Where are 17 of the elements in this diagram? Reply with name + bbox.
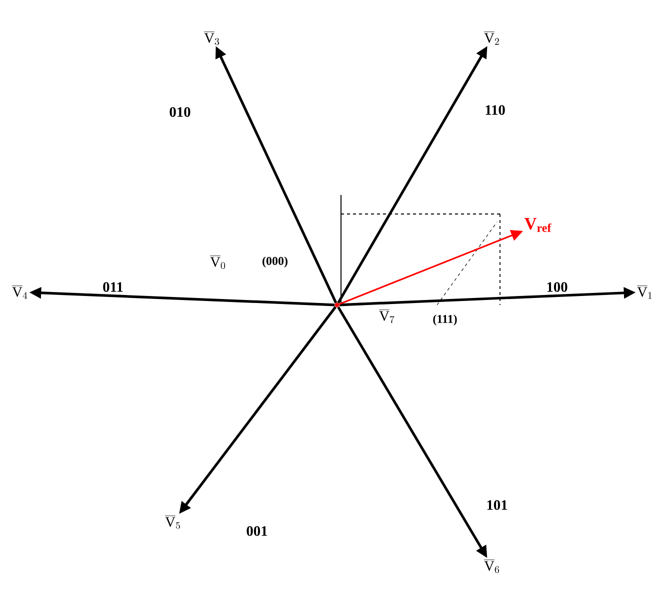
state-code: (000)	[262, 256, 288, 268]
state-code: 100	[547, 282, 568, 292]
state-code: 001	[246, 526, 268, 536]
state-code: 010	[170, 107, 190, 117]
vector-label: $\overline{\mathrm{V}}_{3}$	[204, 32, 220, 46]
vector-label: $\overline{\mathrm{V}}_{2}$	[484, 32, 499, 45]
state-code: (111)	[433, 314, 457, 326]
vector-label: V$_{ref}$	[524, 218, 552, 232]
vector-label: $\overline{\mathrm{V}}_{6}$	[484, 560, 500, 574]
state-code: 110	[486, 105, 505, 115]
vector-label: $\overline{\mathrm{V}}_{0}$	[210, 256, 226, 270]
vector-label: $\overline{\mathrm{V}}_{4}$	[12, 286, 28, 299]
state-code: 101	[487, 500, 508, 510]
state-code: 011	[103, 282, 123, 292]
vector-label: $\overline{\mathrm{V}}_{5}$	[165, 516, 180, 530]
vector-label: $\overline{\mathrm{V}}_{1}$	[637, 286, 652, 299]
vector-label: $\overline{\mathrm{V}}_{7}$	[379, 310, 394, 324]
